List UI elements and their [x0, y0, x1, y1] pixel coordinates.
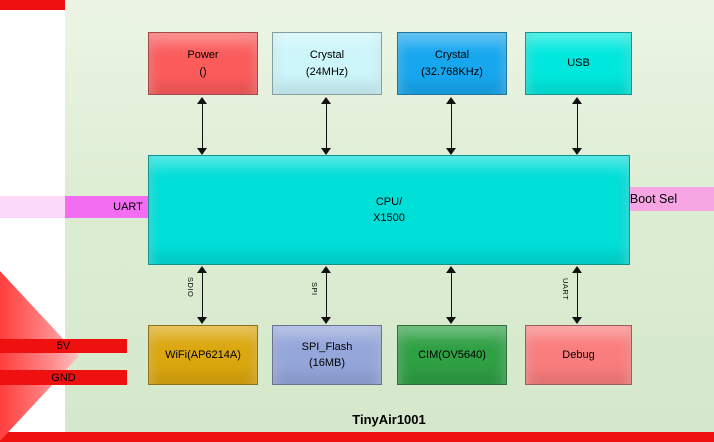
block-crystal-24mhz: Crystal (24MHz): [272, 32, 382, 95]
block-power: Power (): [148, 32, 258, 95]
rail-5v: 5V: [0, 339, 127, 353]
block-crystal-32768khz: Crystal (32.768KHz): [397, 32, 507, 95]
block-cpu: CPU/ X1500: [148, 155, 630, 265]
boot-sel-label: Boot Sel: [629, 192, 678, 206]
block-wifi: WiFi(AP6214A): [148, 325, 258, 385]
rail-5v-label: 5V: [56, 340, 71, 352]
block-usb-line1: USB: [567, 57, 590, 70]
arrow-cpu-cim: [446, 266, 457, 324]
block-crystal-32768khz-line2: (32.768KHz): [421, 65, 483, 78]
block-spi-flash-line1: SPI_Flash: [301, 340, 353, 353]
block-wifi-line1: WiFi(AP6214A): [165, 348, 241, 361]
arrow-usb-cpu: [572, 97, 583, 155]
top-red-bar: [0, 0, 65, 10]
block-spi-flash: SPI_Flash (16MB): [272, 325, 382, 385]
block-cpu-line2: X1500: [373, 212, 405, 224]
rail-gnd: GND: [0, 370, 127, 385]
bus-label-spi: SPI: [310, 282, 319, 296]
block-power-line2: (): [199, 65, 207, 78]
bus-label-sdio: SDIO: [186, 277, 195, 298]
arrow-cpu-debug: [572, 266, 583, 324]
block-crystal-32768khz-line1: Crystal: [434, 49, 470, 61]
block-power-line1: Power: [187, 49, 219, 61]
block-debug-line1: Debug: [562, 348, 595, 361]
bottom-red-bar: [0, 432, 714, 442]
diagram-title: TinyAir1001: [352, 412, 426, 427]
block-spi-flash-line2: (16MB): [308, 357, 346, 369]
arrow-cpu-spiflash: [321, 266, 332, 324]
block-usb: USB: [525, 32, 632, 95]
block-crystal-24mhz-line2: (24MHz): [305, 65, 349, 78]
rail-gnd-label: GND: [51, 371, 76, 384]
block-crystal-24mhz-line1: Crystal: [309, 49, 345, 61]
bus-label-uart: UART: [561, 278, 570, 301]
arrow-crystal24-cpu: [321, 97, 332, 155]
arrow-cpu-wifi: [197, 266, 208, 324]
block-cim: CIM(OV5640): [397, 325, 507, 385]
arrow-crystal32-cpu: [446, 97, 457, 155]
block-debug: Debug: [525, 325, 632, 385]
block-cim-line1: CIM(OV5640): [418, 348, 486, 361]
uart-connector-extension: [0, 196, 65, 218]
block-cpu-line1: CPU/: [375, 195, 403, 208]
arrow-power-cpu: [197, 97, 208, 155]
uart-label: UART: [113, 201, 143, 213]
